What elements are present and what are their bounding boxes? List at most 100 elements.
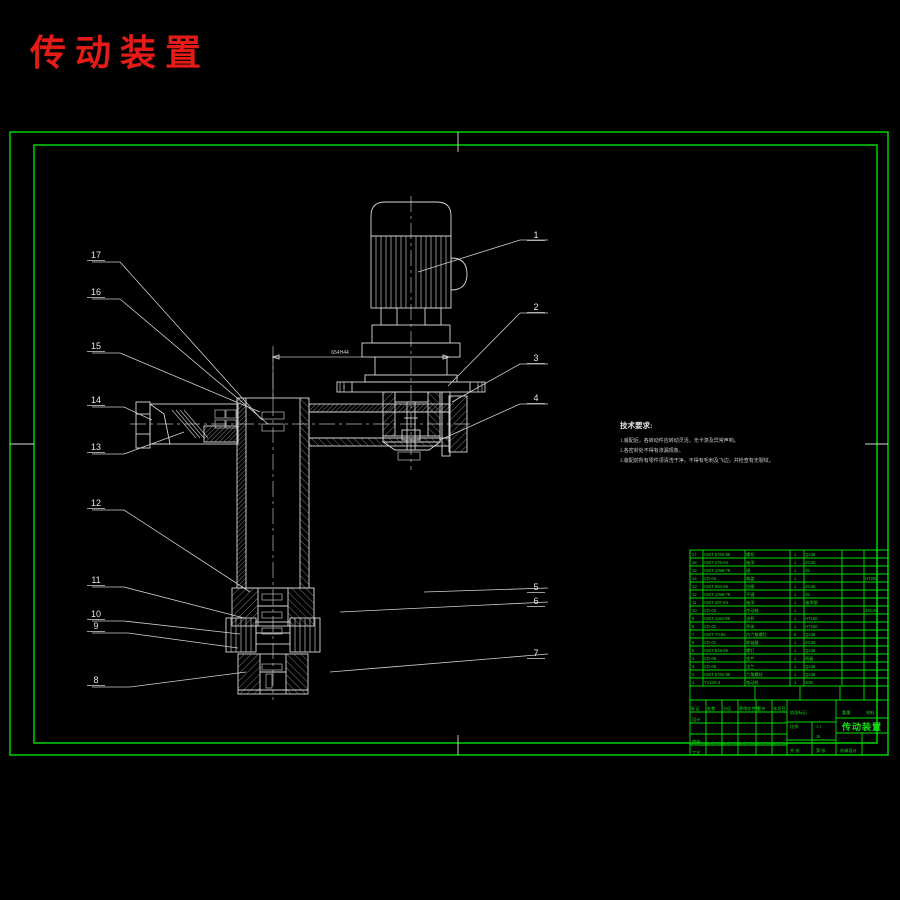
balloon-1: 1	[533, 230, 538, 240]
balloon-13: 13	[91, 442, 101, 452]
bom-grid	[689, 549, 889, 687]
bom-cell-no: 3	[692, 664, 695, 669]
bom-cell-code: GB/T 297-94	[704, 600, 729, 605]
bom-cell-name: 端盖	[746, 575, 754, 582]
tech-notes-title: 技术要求:	[620, 420, 653, 430]
drawing-name: 传动装置	[841, 721, 882, 732]
bom-cell-qty: 1	[794, 592, 797, 597]
bom-cell-no: 1	[692, 680, 695, 685]
mark-row-cell-0: 标记	[691, 705, 700, 712]
bom-cell-code: CD-04	[704, 576, 717, 581]
motor-cooling-fins	[375, 236, 447, 308]
balloon-9: 9	[93, 621, 98, 631]
bom-cell-no: 15	[692, 568, 697, 573]
bom-cell-no: 10	[692, 608, 697, 613]
bom-cell-no: 8	[692, 624, 695, 629]
bom-cell-code: GB/T 819-85	[704, 648, 729, 653]
bom-cell-name: 传动轴	[746, 607, 759, 614]
bom-cell-name: 轴承	[746, 559, 755, 566]
bom-cell-name: 电动机	[746, 679, 759, 686]
balloon-15: 15	[91, 341, 101, 351]
mark-row-cell-2: 分区	[723, 705, 731, 712]
bom-cell-code: Y132S-4	[704, 680, 721, 685]
bom-cell-code: CD-06	[704, 656, 717, 661]
sheet-label: 共 张	[790, 747, 800, 754]
balloon-7: 7	[533, 648, 538, 658]
bom-cell-name: 螺栓	[746, 551, 755, 558]
bom-cell-name: 轴承	[746, 599, 755, 606]
balloon-10: 10	[91, 609, 101, 619]
bom-cell-material: HT200	[805, 624, 818, 629]
bom-cell-qty: 6	[794, 632, 797, 637]
balloon-17: 17	[91, 250, 101, 260]
bom-cell-name: 挡圈	[746, 583, 754, 590]
bom-cell-material: 轴承钢	[805, 599, 818, 606]
bom-cell-no: 4	[692, 656, 695, 661]
bom-cell-qty: 1	[794, 680, 797, 685]
bom-cell-material: ZG25	[805, 560, 816, 565]
proc-label: 工艺	[692, 750, 700, 755]
bom-cell-material: Q235	[805, 672, 816, 677]
bom-cell-material: 400r	[805, 680, 814, 685]
bom-cell-no: 17	[692, 552, 697, 557]
balloon-16: 16	[91, 287, 101, 297]
bom-cell-qty: 1	[794, 576, 797, 581]
balloon-14: 14	[91, 395, 101, 405]
bom-cell-material: ZG45	[805, 584, 816, 589]
bom-cell-qty: 1	[794, 552, 797, 557]
balloon-2: 2	[533, 302, 538, 312]
bom-cell-code: GB/T 70-85	[704, 632, 726, 637]
stage-label: 阶段标记	[790, 709, 808, 716]
motor-terminal-box	[450, 257, 468, 291]
outer-frame	[9, 131, 889, 756]
coupling-assembly	[336, 356, 486, 461]
bom-cell-name: 螺钉	[746, 647, 755, 654]
section-tiny-labels	[261, 411, 285, 671]
balloon-5: 5	[533, 582, 538, 592]
mark-row-cell-3: 更改文件号	[739, 705, 760, 712]
bom-cell-qty: 1	[794, 624, 797, 629]
title-block-frame	[689, 685, 889, 756]
bom-cell-code: GB/T 1152-89	[704, 616, 731, 621]
scale-value: 1:1	[816, 724, 821, 729]
bom-cell-qty: 1	[794, 560, 797, 565]
bom-cell-qty: 1	[794, 616, 797, 621]
mass-label: 重量	[842, 709, 850, 716]
bom-cell-code: GB/T 5783-86	[704, 552, 731, 557]
bom-cell-material: 纸板	[805, 655, 814, 662]
bom-cell-no: 12	[692, 592, 697, 597]
bom-cell-material: Q235	[805, 632, 816, 637]
bom-cell-no: 5	[692, 648, 695, 653]
bom-cell-qty: 1	[794, 568, 797, 573]
mark-row-cell-4: 签名	[757, 705, 765, 712]
bom-cell-qty: 1	[794, 608, 797, 613]
centering-ticks	[10, 132, 888, 755]
bom-cell-qty: 1	[794, 648, 797, 653]
bom-cell-name: 壳体	[746, 623, 755, 630]
lower-bearing-assembly	[225, 587, 321, 695]
bom-cell-name: 平键	[746, 591, 755, 598]
bom-cell-code: CD-05	[704, 664, 717, 669]
bom-cell-note: 34CrNi	[865, 608, 878, 613]
balloon-4: 4	[533, 393, 538, 403]
mark-row: 标记处数分区更改文件号签名年月日	[691, 705, 786, 712]
bom-cell-qty: 1	[794, 640, 797, 645]
org-label: 机械设计	[840, 747, 857, 754]
balloon-12: 12	[91, 498, 101, 508]
bom-cell-name: 油杯	[746, 615, 755, 622]
bom-cell-material: Q235	[805, 648, 816, 653]
bom-cell-name: 键	[746, 567, 751, 574]
bom-cell-qty: 1	[794, 600, 797, 605]
bom-cell-name: 内六角螺钉	[746, 631, 768, 638]
bom-cell-no: 2	[692, 672, 695, 677]
bom-cell-name: 法兰	[746, 663, 754, 670]
electric-motor	[361, 201, 468, 358]
bom-cell-material: HT150	[805, 616, 818, 621]
bom-cell-no: 16	[692, 560, 697, 565]
